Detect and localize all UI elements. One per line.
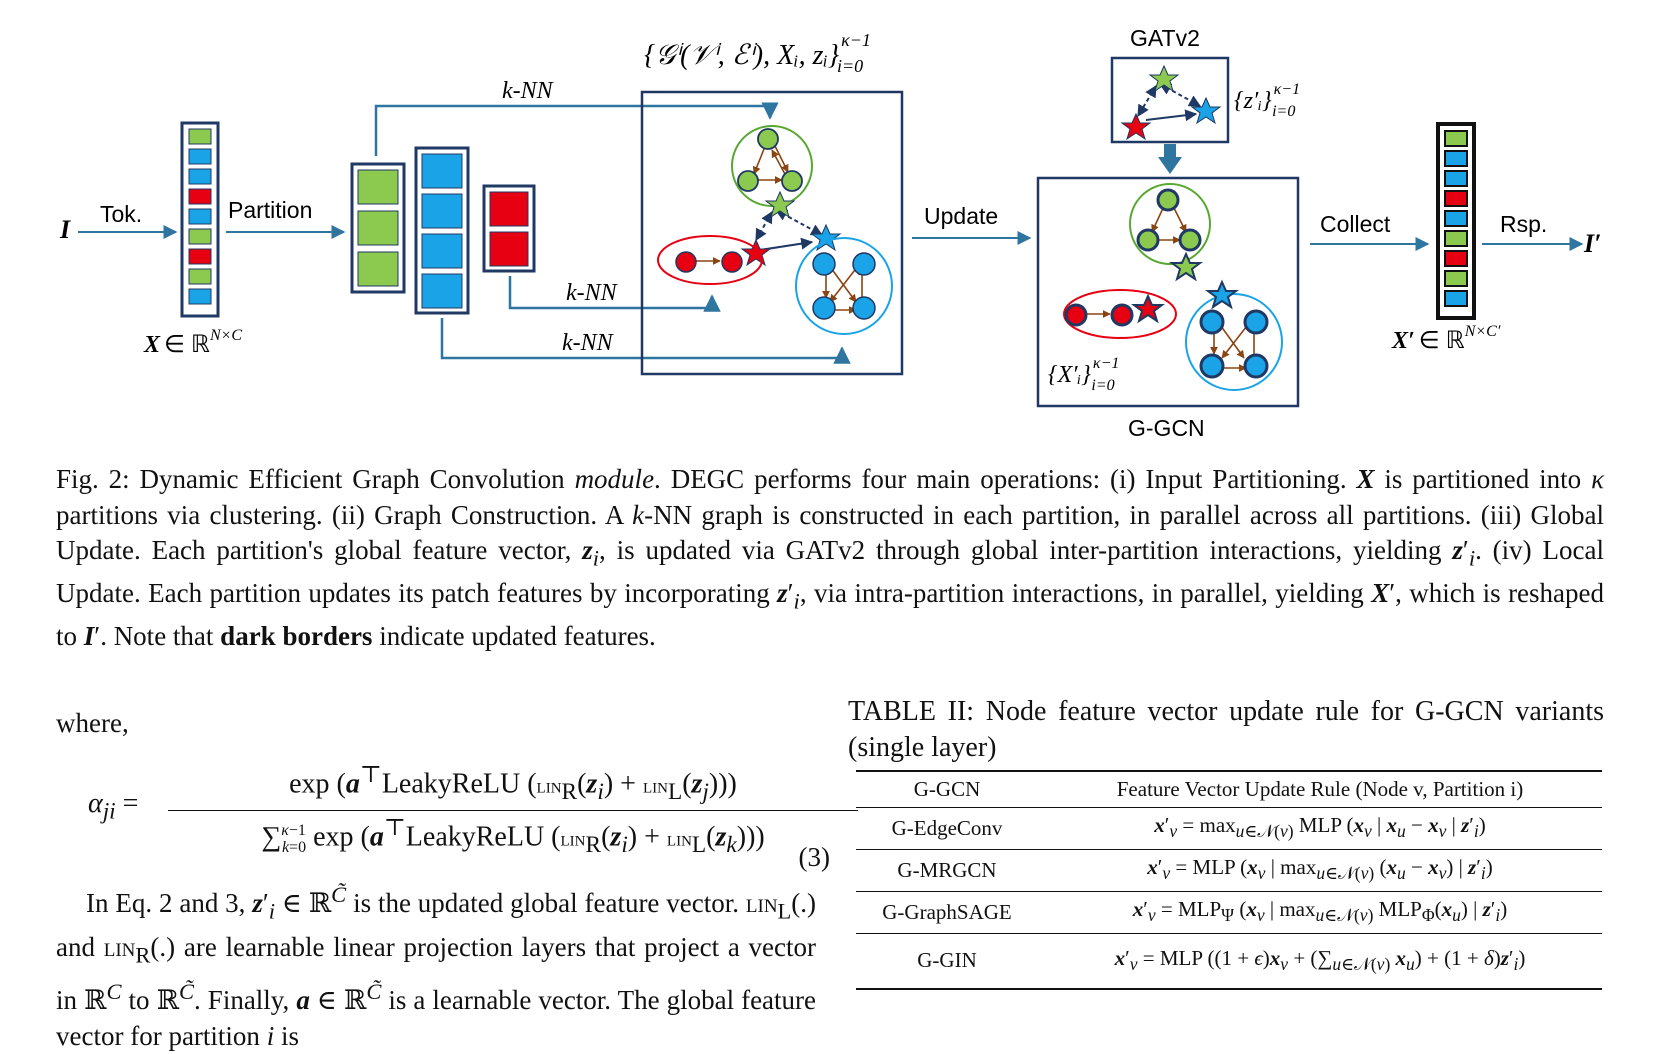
para-text: In Eq. 2 and 3, <box>86 888 246 918</box>
knn-arrow-mid <box>508 276 721 312</box>
caption-part: partitions via clustering. (ii) Graph Co… <box>56 499 623 530</box>
body-paragraph: In Eq. 2 and 3, z′i ∈ ℝC̃ is the updated… <box>56 882 817 1051</box>
figure-caption: Fig. 2: Dynamic Efficient Graph Convolut… <box>56 464 1605 651</box>
ggcn-content <box>1063 183 1283 391</box>
input-label: I <box>59 215 71 244</box>
table-row: G-EdgeConv x′v = maxu∈𝒩(v) MLP (xv | xu … <box>856 807 1602 849</box>
caption-part: is partitioned into <box>1384 464 1582 494</box>
para-text: . Finally, <box>194 984 290 1015</box>
graph-construction-box <box>640 90 904 376</box>
equation-number: (3) <box>798 842 830 872</box>
green-partition <box>350 162 406 294</box>
row-rule: x′v = MLP (xv | maxu∈𝒩(v) (xu − xv) | z′… <box>1147 855 1493 884</box>
update-rule-table: G-GCN Feature Vector Update Rule (Node v… <box>856 770 1602 990</box>
caption-part: . (iv) Local Update. Each partition upda… <box>56 535 1604 608</box>
token-column-x-prime <box>1436 122 1476 320</box>
ggcn-label: G-GCN <box>1128 415 1205 440</box>
table-caption: TABLE II: Node feature vector update rul… <box>848 696 1604 763</box>
caption-part: . Note that <box>100 620 214 651</box>
blue-partition <box>414 146 470 315</box>
table-row: G-GIN x′v = MLP ((1 + ϵ)xv + (∑u∈𝒩(v) xu… <box>856 933 1602 989</box>
caption-part: , via intra-partition interactions, in p… <box>799 577 1364 608</box>
table-header-ggcn: G-GCN <box>913 776 981 801</box>
para-text: and <box>56 932 95 963</box>
x-label: X∈ ℝN×C <box>143 327 242 358</box>
gatv2-graph <box>1120 64 1222 141</box>
rsp-label: Rsp. <box>1500 211 1547 237</box>
caption-part: , which is reshaped to <box>56 577 1605 651</box>
partition-label: Partition <box>228 197 312 223</box>
caption-bold-text: dark borders <box>220 620 373 651</box>
x-prime-label: X′∈ ℝN×C′ <box>1391 323 1501 354</box>
red-partition <box>482 184 536 273</box>
graph-construction-content <box>657 125 893 335</box>
output-label: I′ <box>1583 229 1601 258</box>
gatv2-down-shaft <box>1164 144 1176 158</box>
row-name: G-EdgeConv <box>891 815 1003 840</box>
para-text: to <box>128 984 150 1015</box>
gatv2-down-arrowhead <box>1158 157 1182 174</box>
caption-part: . DEGC performs four main operations: (i… <box>654 464 1347 494</box>
caption-lead: Fig. 2: Dynamic Efficient Graph Convolut… <box>56 464 565 494</box>
gatv2-label: GATv2 <box>1130 25 1200 51</box>
knn-mid-label: k-NN <box>566 280 619 306</box>
caption-part: indicate updated features. <box>379 620 656 651</box>
row-rule: x′v = maxu∈𝒩(v) MLP (xv | xu − xv | z′i) <box>1154 813 1486 842</box>
table-row: G-GraphSAGE x′v = MLPΨ (xv | maxu∈𝒩(v) M… <box>856 891 1602 933</box>
row-rule: x′v = MLPΨ (xv | maxu∈𝒩(v) MLPΦ(xu) | z′… <box>1132 897 1508 926</box>
equation-3: αji = exp (a⊤LeakyReLU (linR(zi) + linL(… <box>80 760 858 872</box>
row-name: G-GIN <box>917 948 977 973</box>
knn-arrow-top <box>374 102 779 156</box>
row-name: G-GraphSAGE <box>882 899 1012 924</box>
caption-part: -NN graph is constructed in each partiti… <box>56 499 1605 566</box>
para-text: is the updated global feature vector. <box>353 888 740 918</box>
knn-top-label: k-NN <box>502 78 555 104</box>
table-header-rule: Feature Vector Update Rule (Node v, Part… <box>1116 776 1524 801</box>
para-text: is <box>280 1020 299 1051</box>
collect-label: Collect <box>1320 211 1391 237</box>
caption-module-word: module <box>574 464 655 494</box>
ggcn-box <box>1036 176 1300 408</box>
row-rule: x′v = MLP ((1 + ϵ)xv + (∑u∈𝒩(v) xu) + (1… <box>1114 946 1526 975</box>
para-text: is a learnable vector. The global featur… <box>56 984 817 1051</box>
caption-part: , is updated via GATv2 through global in… <box>599 535 1442 565</box>
tok-label: Tok. <box>100 201 142 227</box>
token-column-x <box>180 121 220 318</box>
dgc-module-diagram: I Tok. X∈ ℝN×C Partition k-NN <box>59 25 1601 440</box>
update-label: Update <box>924 203 998 229</box>
where-text: where, <box>56 708 129 738</box>
knn-bottom-label: k-NN <box>562 330 615 356</box>
table-row: G-MRGCN x′v = MLP (xv | maxu∈𝒩(v) (xu − … <box>856 849 1602 891</box>
para-text: are learnable linear projection layers t… <box>56 932 817 1015</box>
row-name: G-MRGCN <box>897 857 997 882</box>
